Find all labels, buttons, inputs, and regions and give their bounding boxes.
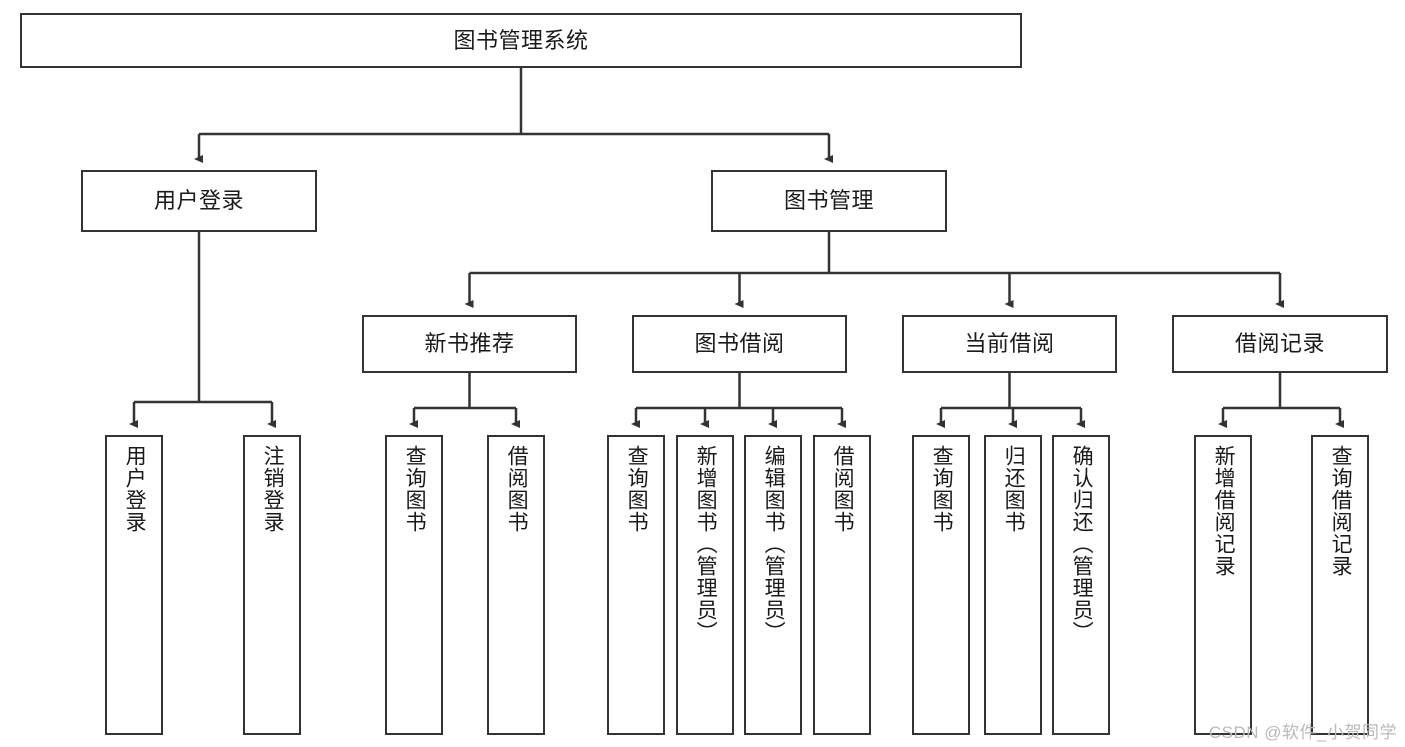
node-book-borrow[interactable]: 图书借阅 — [632, 315, 847, 373]
node-label: 注销登录 — [261, 445, 285, 533]
node-label: 当前借阅 — [964, 331, 1055, 357]
node-label: 查询借阅记录 — [1329, 445, 1353, 577]
node-label: 确认归还（管理员） — [1070, 445, 1094, 643]
node-label: 图书管理系统 — [453, 27, 589, 53]
node-label: 归还图书 — [1002, 445, 1026, 533]
node-label: 借阅记录 — [1234, 331, 1325, 357]
node-leaf-borrow-query[interactable]: 查询图书 — [607, 435, 665, 735]
node-leaf-borrow-add[interactable]: 新增图书（管理员） — [676, 435, 734, 735]
node-leaf-user-login[interactable]: 用户登录 — [105, 435, 163, 735]
node-leaf-user-logout[interactable]: 注销登录 — [243, 435, 301, 735]
node-label: 图书管理 — [783, 188, 874, 214]
node-leaf-borrow-lend[interactable]: 借阅图书 — [813, 435, 871, 735]
node-label: 新增图书（管理员） — [694, 445, 718, 643]
node-root[interactable]: 图书管理系统 — [20, 13, 1022, 68]
node-book-manage[interactable]: 图书管理 — [711, 170, 947, 232]
node-new-book-rec[interactable]: 新书推荐 — [362, 315, 577, 373]
node-current-borrow[interactable]: 当前借阅 — [902, 315, 1117, 373]
node-label: 借阅图书 — [831, 445, 855, 533]
node-leaf-rec-query[interactable]: 查询图书 — [385, 435, 443, 735]
node-leaf-cur-confirm[interactable]: 确认归还（管理员） — [1052, 435, 1110, 735]
node-leaf-cur-query[interactable]: 查询图书 — [912, 435, 970, 735]
node-label: 编辑图书（管理员） — [762, 445, 786, 643]
node-label: 查询图书 — [625, 445, 649, 533]
node-leaf-rec-add[interactable]: 新增借阅记录 — [1194, 435, 1252, 735]
node-borrow-record[interactable]: 借阅记录 — [1172, 315, 1388, 373]
node-label: 新书推荐 — [424, 331, 515, 357]
node-label: 查询图书 — [403, 445, 427, 533]
node-label: 新增借阅记录 — [1212, 445, 1236, 577]
watermark-text: CSDN @软件_小贺同学 — [1208, 723, 1397, 742]
node-leaf-rec-query2[interactable]: 查询借阅记录 — [1311, 435, 1369, 735]
node-label: 用户登录 — [123, 445, 147, 533]
node-label: 借阅图书 — [505, 445, 529, 533]
node-user-login[interactable]: 用户登录 — [81, 170, 317, 232]
node-leaf-rec-borrow[interactable]: 借阅图书 — [487, 435, 545, 735]
node-label: 查询图书 — [930, 445, 954, 533]
node-leaf-borrow-edit[interactable]: 编辑图书（管理员） — [744, 435, 802, 735]
node-leaf-cur-return[interactable]: 归还图书 — [984, 435, 1042, 735]
node-label: 用户登录 — [153, 188, 244, 214]
node-label: 图书借阅 — [694, 331, 785, 357]
